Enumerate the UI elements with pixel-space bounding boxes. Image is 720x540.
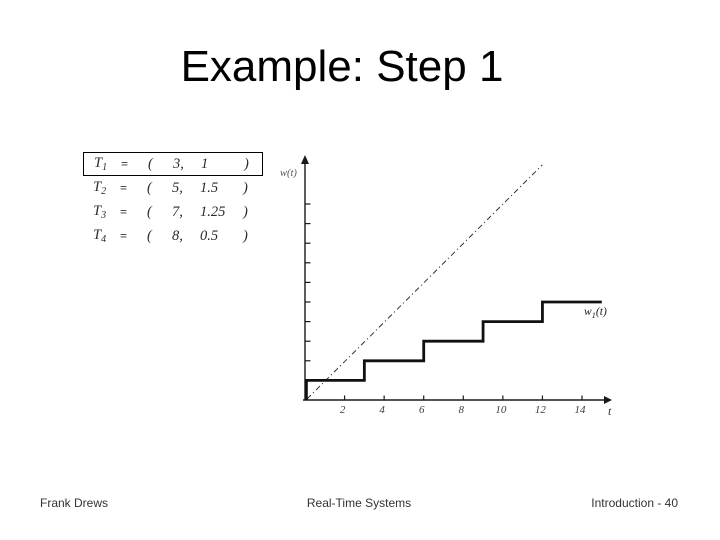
footer-course: Real-Time Systems xyxy=(306,496,412,510)
close-paren: ) xyxy=(243,179,248,196)
table-row: T2 = ( 5, 1.5 ) xyxy=(83,176,263,200)
table-row: T3 = ( 7, 1.25 ) xyxy=(83,200,263,224)
task-exec-time: 1 xyxy=(201,155,209,172)
task-name: T1 xyxy=(94,155,108,173)
x-tick-label: 8 xyxy=(459,404,465,416)
equals-sign: = xyxy=(121,156,129,171)
x-tick-label: 14 xyxy=(575,404,587,416)
step-series-label: w1(t) xyxy=(584,306,607,320)
y-axis-arrow-icon xyxy=(301,155,309,164)
close-paren: ) xyxy=(243,203,248,220)
y-axis-label: w(t) xyxy=(280,168,297,179)
task-name: T3 xyxy=(93,203,107,221)
table-row: T1 = ( 3, 1 ) xyxy=(83,152,263,176)
identity-line xyxy=(306,164,543,400)
footer: Frank Drews Real-Time Systems Introducti… xyxy=(40,496,678,510)
slide-title: Example: Step 1 xyxy=(180,42,504,91)
equals-sign: = xyxy=(120,204,128,219)
equals-sign: = xyxy=(120,180,128,195)
task-period: 7, xyxy=(172,203,183,220)
x-tick-label: 12 xyxy=(535,404,547,416)
task-exec-time: 1.5 xyxy=(200,179,219,196)
task-period: 3, xyxy=(173,155,184,172)
task-exec-time: 1.25 xyxy=(200,203,226,220)
task-name: T4 xyxy=(93,227,107,245)
footer-author: Frank Drews xyxy=(40,496,109,510)
task-exec-time: 0.5 xyxy=(200,227,219,244)
task-period: 5, xyxy=(172,179,183,196)
open-paren: ( xyxy=(148,155,153,172)
open-paren: ( xyxy=(147,203,152,220)
x-tick-label: 4 xyxy=(379,404,385,416)
task-name: T2 xyxy=(93,179,107,197)
x-axis-label: t xyxy=(608,404,612,418)
workload-chart: 2 4 6 8 10 12 14 w(t) t w1(t) xyxy=(280,155,612,418)
footer-page-number: Introduction - 40 xyxy=(591,496,679,510)
close-paren: ) xyxy=(244,155,249,172)
task-period: 8, xyxy=(172,227,183,244)
open-paren: ( xyxy=(147,179,152,196)
close-paren: ) xyxy=(243,227,248,244)
x-tick-label: 10 xyxy=(495,404,507,416)
x-tick-label: 2 xyxy=(340,404,346,416)
task-table: T1 = ( 3, 1 ) T2 = ( 5, 1.5 ) T3 = ( 7, … xyxy=(83,152,263,248)
open-paren: ( xyxy=(147,227,152,244)
x-axis-arrow-icon xyxy=(604,396,612,404)
x-tick-label: 6 xyxy=(419,404,425,416)
equals-sign: = xyxy=(120,228,128,243)
step-series xyxy=(305,300,602,400)
table-row: T4 = ( 8, 0.5 ) xyxy=(83,224,263,248)
